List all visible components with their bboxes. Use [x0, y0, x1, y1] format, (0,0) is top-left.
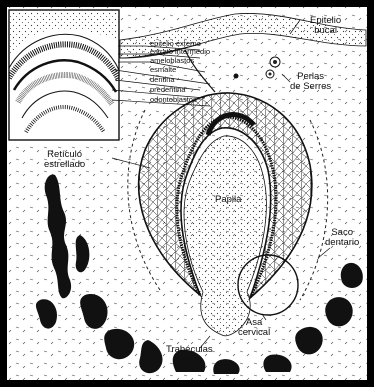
label-epitelio-bucal-line2: bucal	[310, 26, 341, 36]
label-dentina: dentina	[150, 76, 175, 84]
label-trabeculas-line2: óseas	[166, 355, 213, 365]
magnified-inset	[9, 10, 119, 140]
label-reticulo-estrellado: Retículo estrellado	[44, 150, 85, 170]
label-estrato-intermedio: estrato intermedio	[150, 48, 210, 56]
label-saco-dentario: Saco dentario	[325, 228, 359, 248]
label-asa-cervical: Asa cervical	[238, 318, 270, 338]
label-perlas-de-serres: Perlas de Serres	[290, 72, 331, 92]
label-epitelio-bucal: Epitelio bucal	[310, 16, 341, 36]
label-asa-line2: cervical	[238, 328, 270, 338]
label-trabeculas-oseas: Trabéculas óseas	[166, 345, 213, 365]
label-papila: Papila	[215, 195, 241, 205]
label-predentina: predentina	[150, 86, 185, 94]
label-ameloblastos: ameloblastos	[150, 57, 194, 65]
label-esmalte: esmalte	[150, 66, 176, 74]
label-odontoblastos: odontoblastos	[150, 96, 197, 104]
label-perlas-line2: de Serres	[290, 82, 331, 92]
label-saco-line2: dentario	[325, 238, 359, 248]
label-reticulo-line2: estrellado	[44, 160, 85, 170]
